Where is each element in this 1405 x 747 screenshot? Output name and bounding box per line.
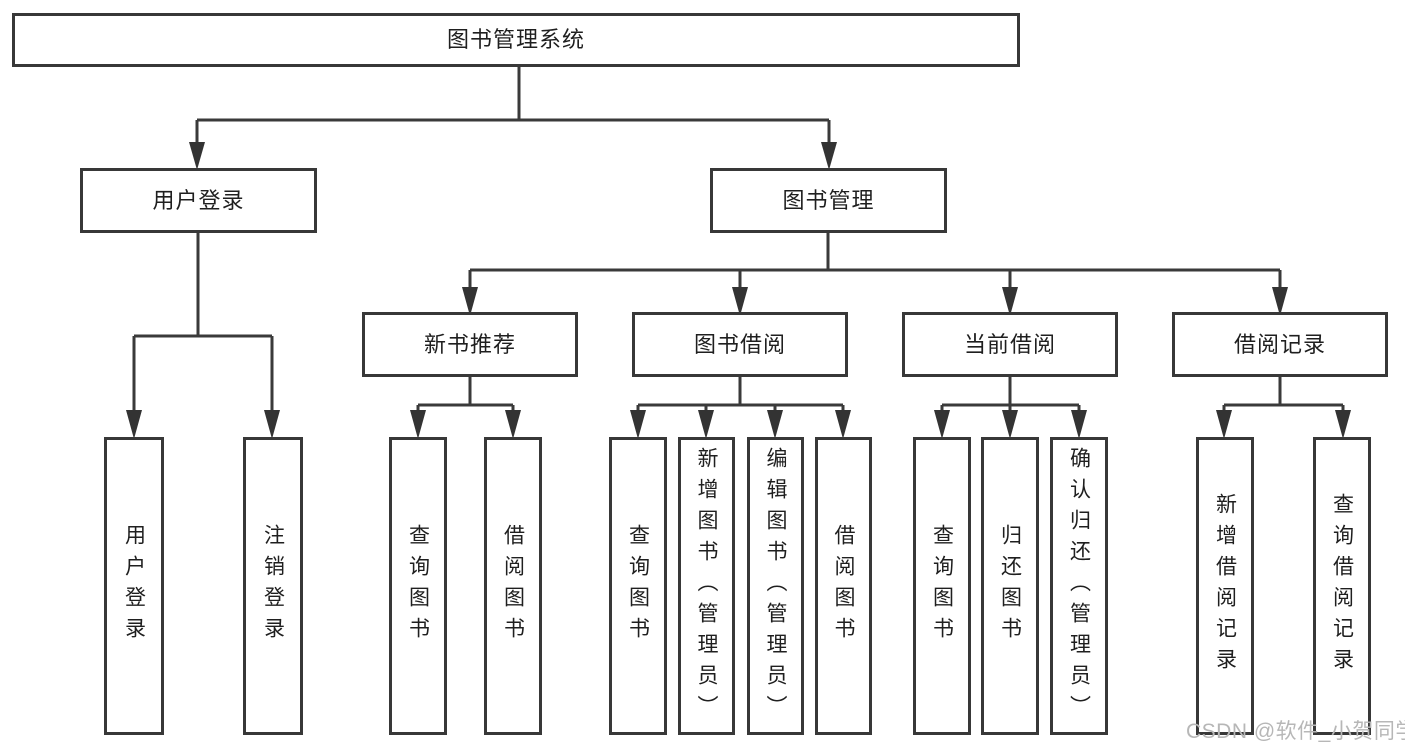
leaf-query-book-2-label: 查询图书 bbox=[626, 524, 650, 648]
arrow-icon bbox=[1335, 410, 1351, 439]
arrow-icon bbox=[126, 410, 142, 439]
node-borrow-records: 借阅记录 bbox=[1172, 312, 1388, 377]
node-root-label: 图书管理系统 bbox=[446, 27, 585, 52]
node-book-mgmt: 图书管理 bbox=[710, 168, 947, 233]
leaf-add-book-admin-label: 新增图书（管理员） bbox=[695, 446, 718, 726]
leaf-confirm-return-admin: 确认归还（管理员） bbox=[1050, 437, 1108, 735]
connector-new-book-rec bbox=[416, 377, 515, 413]
node-book-borrow: 图书借阅 bbox=[632, 312, 848, 377]
connector-borrow-records bbox=[1222, 377, 1345, 413]
arrow-icon bbox=[1216, 410, 1232, 439]
connector-current-borrow bbox=[940, 377, 1081, 413]
arrow-icon bbox=[698, 410, 714, 439]
connector-book-borrow bbox=[636, 377, 845, 413]
arrow-icon bbox=[934, 410, 950, 439]
leaf-add-borrow-record: 新增借阅记录 bbox=[1196, 437, 1254, 735]
leaf-query-book-2: 查询图书 bbox=[609, 437, 667, 735]
arrow-icon bbox=[821, 142, 837, 170]
leaf-borrow-book-2: 借阅图书 bbox=[815, 437, 872, 735]
node-root: 图书管理系统 bbox=[12, 13, 1020, 67]
node-current-borrow: 当前借阅 bbox=[902, 312, 1118, 377]
node-user-login-label: 用户登录 bbox=[152, 187, 245, 213]
arrow-icon bbox=[835, 410, 851, 439]
arrow-icon bbox=[630, 410, 646, 439]
leaf-edit-book-admin: 编辑图书（管理员） bbox=[747, 437, 804, 735]
arrow-icon bbox=[1272, 287, 1288, 316]
arrow-icon bbox=[767, 410, 783, 439]
leaf-return-book: 归还图书 bbox=[981, 437, 1039, 735]
leaf-user-login: 用户登录 bbox=[104, 437, 164, 735]
node-new-book-rec: 新书推荐 bbox=[362, 312, 578, 377]
leaf-logout-label: 注销登录 bbox=[261, 524, 285, 648]
connector-user-login bbox=[132, 233, 274, 414]
leaf-confirm-return-admin-label: 确认归还（管理员） bbox=[1067, 446, 1091, 726]
node-borrow-records-label: 借阅记录 bbox=[1233, 331, 1326, 357]
arrow-icon bbox=[462, 287, 478, 316]
connector-root bbox=[195, 67, 831, 146]
leaf-query-book-1-label: 查询图书 bbox=[406, 524, 430, 648]
leaf-user-login-label: 用户登录 bbox=[122, 524, 146, 648]
arrow-icon bbox=[410, 410, 426, 439]
arrowheads bbox=[126, 142, 1351, 439]
leaf-add-book-admin: 新增图书（管理员） bbox=[678, 437, 735, 735]
csdn-watermark: CSDN @软件_小贺同学 bbox=[1186, 720, 1405, 743]
arrow-icon bbox=[1002, 287, 1018, 316]
arrow-icon bbox=[505, 410, 521, 439]
leaf-borrow-book-2-label: 借阅图书 bbox=[832, 524, 855, 648]
leaf-query-borrow-record: 查询借阅记录 bbox=[1313, 437, 1371, 735]
connector-book-mgmt bbox=[468, 233, 1282, 290]
node-book-mgmt-label: 图书管理 bbox=[782, 187, 875, 213]
arrow-icon bbox=[189, 142, 205, 170]
leaf-query-book-1: 查询图书 bbox=[389, 437, 447, 735]
leaf-add-borrow-record-label: 新增借阅记录 bbox=[1213, 493, 1237, 679]
arrow-icon bbox=[732, 287, 748, 316]
leaf-borrow-book-1-label: 借阅图书 bbox=[501, 524, 525, 648]
node-user-login: 用户登录 bbox=[80, 168, 317, 233]
node-book-borrow-label: 图书借阅 bbox=[693, 331, 786, 357]
arrow-icon bbox=[1071, 410, 1087, 439]
leaf-return-book-label: 归还图书 bbox=[998, 524, 1022, 648]
node-current-borrow-label: 当前借阅 bbox=[963, 331, 1056, 357]
leaf-query-book-3-label: 查询图书 bbox=[930, 524, 954, 648]
leaf-edit-book-admin-label: 编辑图书（管理员） bbox=[764, 446, 787, 726]
node-new-book-rec-label: 新书推荐 bbox=[423, 331, 516, 357]
arrow-icon bbox=[264, 410, 280, 439]
leaf-query-book-3: 查询图书 bbox=[913, 437, 971, 735]
leaf-query-borrow-record-label: 查询借阅记录 bbox=[1330, 493, 1354, 679]
leaf-logout: 注销登录 bbox=[243, 437, 303, 735]
leaf-borrow-book-1: 借阅图书 bbox=[484, 437, 542, 735]
arrow-icon bbox=[1002, 410, 1018, 439]
